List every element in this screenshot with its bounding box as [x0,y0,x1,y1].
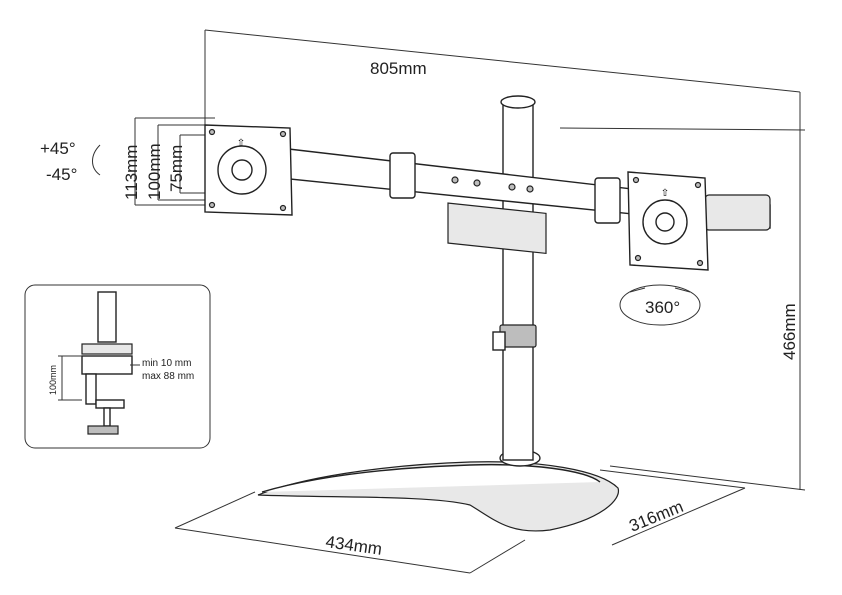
vesa-plate-right: ⇧ [627,171,709,271]
stand-base [257,449,620,532]
tilt-indicator [92,144,101,176]
height-label: 466mm [780,303,799,360]
vesa-113-label: 113mm [122,145,141,200]
base-depth-label: 316mm [626,497,686,536]
rotation-label: 360° [645,298,680,317]
clamp-max-label: max 88 mm [142,371,194,382]
vesa-75-label: 75mm [167,145,186,192]
arm-width-label: 805mm [370,59,427,78]
clamp-min-label: min 10 mm [142,358,191,369]
stand-pole [492,95,537,461]
dimension-lines [134,29,806,574]
base-width-label: 434mm [324,532,383,559]
up-arrow-icon: ⇧ [661,188,669,199]
up-arrow-icon: ⇧ [237,138,245,149]
tilt-minus-label: -45° [46,165,77,184]
tilt-plus-label: +45° [40,139,76,158]
vesa-plate-left: ⇧ [204,124,293,216]
vesa-100-label: 100mm [145,143,164,200]
rotation-indicator [619,284,701,326]
clamp-inset-panel [24,284,211,449]
clamp-height-label: 100mm [48,365,58,395]
